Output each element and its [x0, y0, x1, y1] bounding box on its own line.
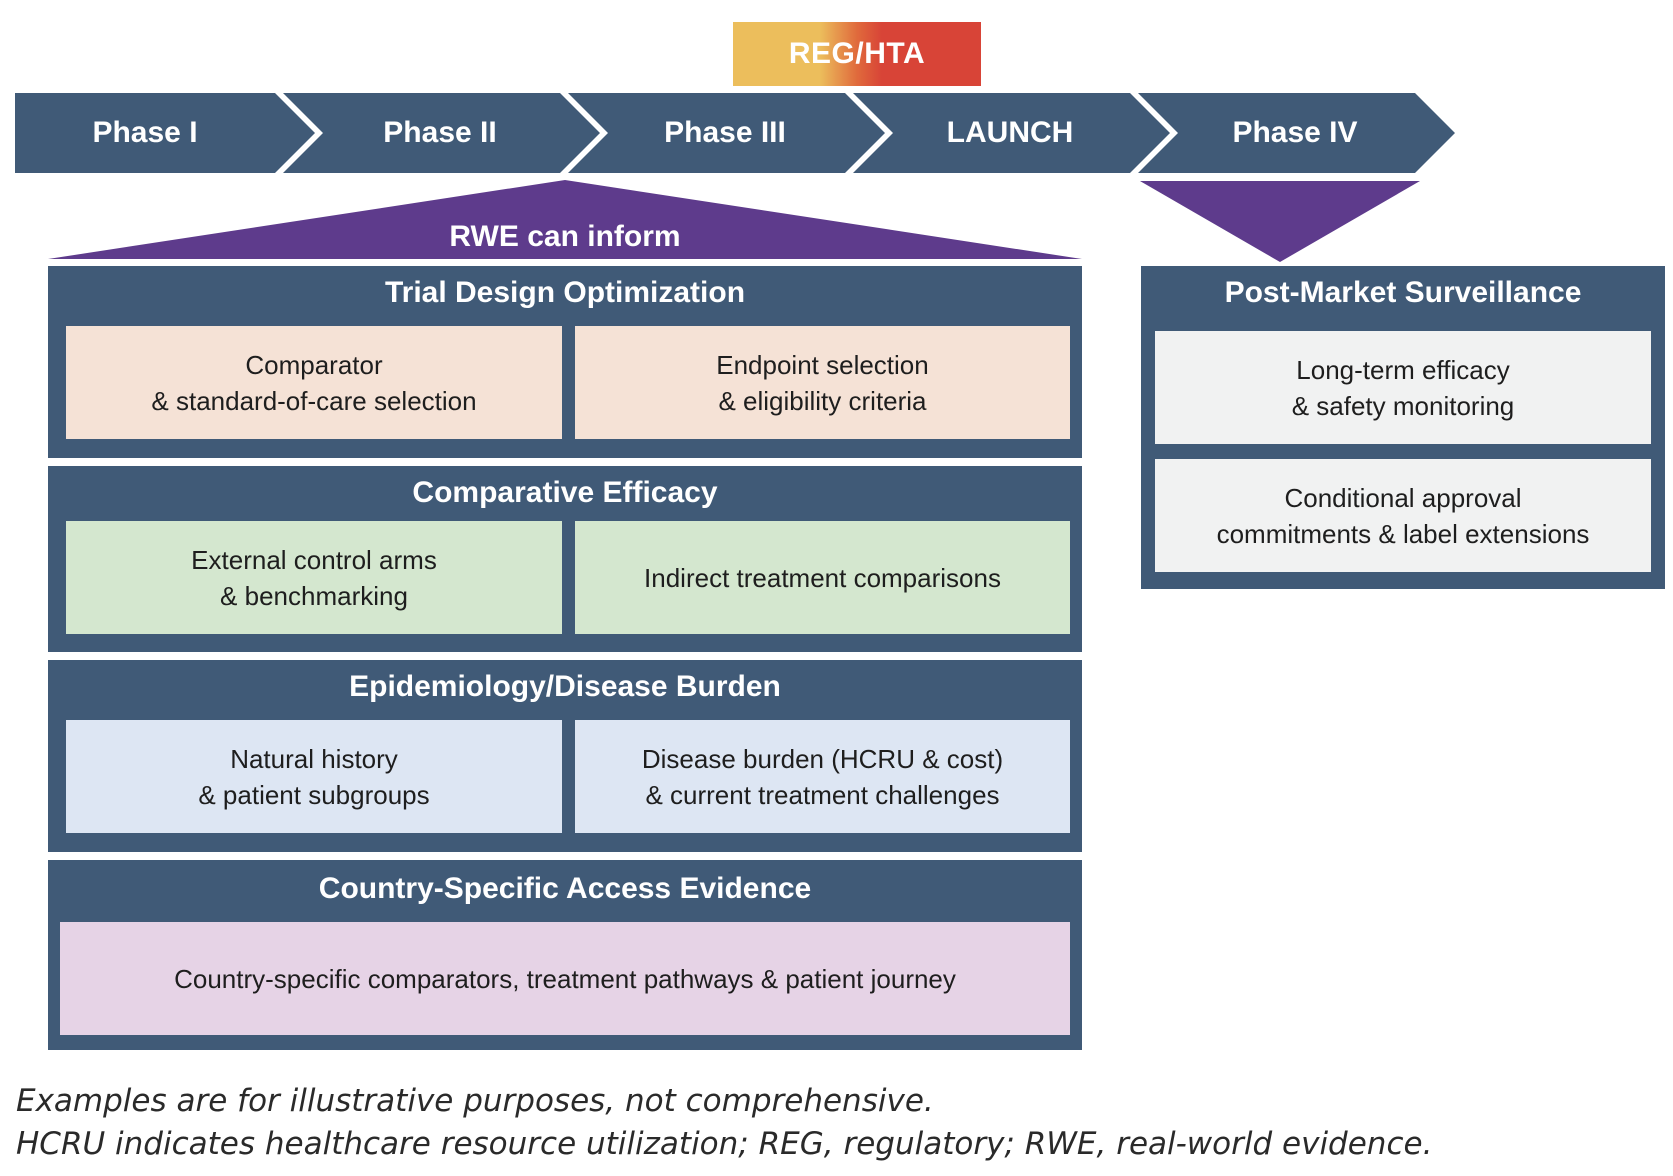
phase-chevron-bar — [15, 93, 1455, 262]
epidemiology-title: Epidemiology/Disease Burden — [349, 670, 781, 703]
footnote-abbreviations: HCRU indicates healthcare resource utili… — [16, 1126, 1433, 1162]
phase-3-label: Phase III — [664, 116, 786, 149]
phase-2-chevron — [283, 93, 600, 173]
epidemiology-panel: Epidemiology/Disease Burden Natural hist… — [48, 660, 1082, 852]
launch-chevron — [853, 93, 1170, 173]
endpoint-card: Endpoint selection & eligibility criteri… — [575, 326, 1070, 439]
indirect-comparisons-card: Indirect treatment comparisons — [575, 521, 1070, 634]
reg-hta-badge: REG/HTA — [733, 22, 981, 86]
post-market-arrow — [1140, 181, 1420, 262]
country-specific-card: Country-specific comparators, treatment … — [60, 922, 1070, 1035]
footnote-examples: Examples are for illustrative purposes, … — [16, 1083, 934, 1119]
phase-4-chevron — [1138, 93, 1455, 173]
country-specific-panel: Country-Specific Access Evidence Country… — [48, 860, 1082, 1050]
phase-1-label: Phase I — [92, 116, 198, 149]
phase-3-chevron — [568, 93, 885, 173]
trial-design-title: Trial Design Optimization — [384, 276, 746, 309]
phase-4-label: Phase IV — [1232, 116, 1358, 149]
launch-label: LAUNCH — [946, 116, 1074, 149]
disease-burden-card: Disease burden (HCRU & cost) & current t… — [575, 720, 1070, 833]
conditional-approval-card: Conditional approval commitments & label… — [1155, 459, 1651, 572]
rwe-label: RWE can inform — [449, 220, 681, 253]
rwe-triangle — [48, 180, 1082, 259]
comparative-efficacy-panel: Comparative Efficacy External control ar… — [48, 466, 1082, 652]
phase-2-label: Phase II — [383, 116, 497, 149]
post-market-panel: Post-Market Surveillance Long-term effic… — [1141, 266, 1665, 589]
phase-1-chevron — [15, 93, 315, 173]
comparator-card: Comparator & standard-of-care selection — [66, 326, 562, 439]
natural-history-card: Natural history & patient subgroups — [66, 720, 562, 833]
country-specific-title: Country-Specific Access Evidence — [318, 872, 812, 905]
trial-design-panel: Trial Design Optimization Comparator & s… — [48, 266, 1082, 458]
comparative-efficacy-title: Comparative Efficacy — [412, 476, 718, 509]
long-term-efficacy-card: Long-term efficacy & safety monitoring — [1155, 331, 1651, 444]
post-market-title: Post-Market Surveillance — [1224, 276, 1582, 309]
external-control-card: External control arms & benchmarking — [66, 521, 562, 634]
